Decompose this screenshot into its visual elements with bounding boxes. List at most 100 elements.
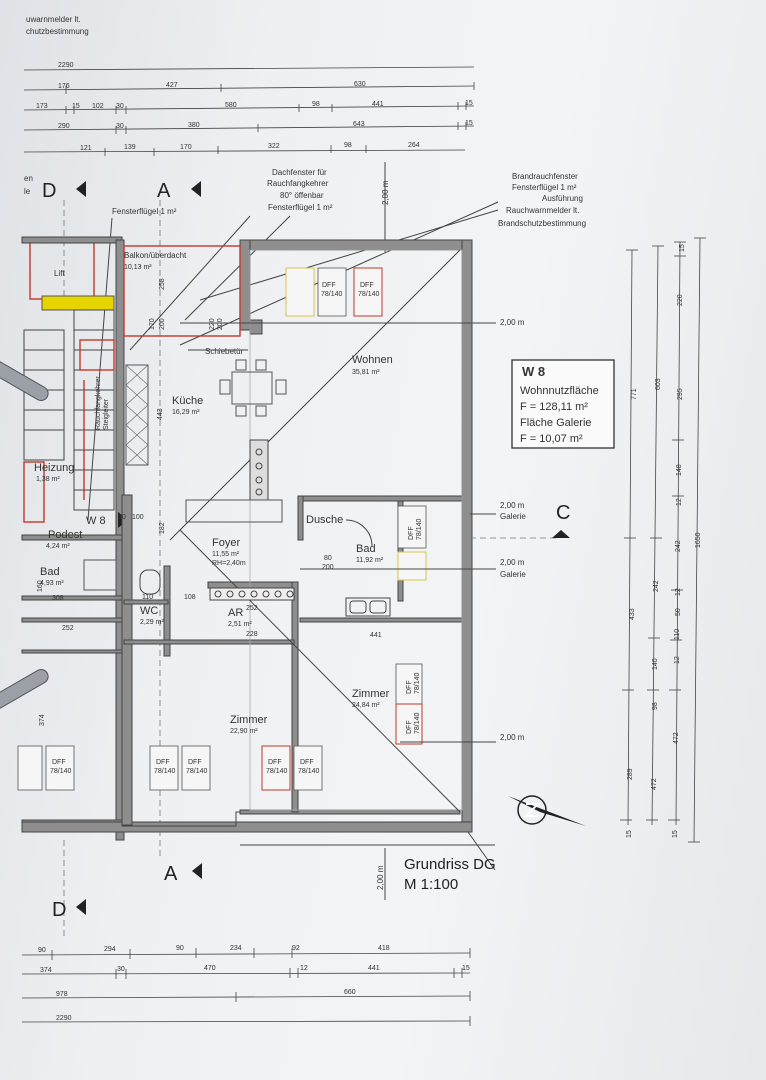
lift-label: Lift (54, 269, 65, 278)
note-brandrauch-3: Ausführung (542, 194, 583, 203)
dim-top-30b: 30 (116, 123, 124, 130)
section-d-top-arrow (76, 181, 86, 197)
top-dimension-chains: 2290 176 427 630 173 15 102 30 580 98 44… (23, 62, 475, 156)
dff-label-3a: DFF (156, 759, 170, 766)
room-wohnen-name: Wohnen (352, 354, 393, 366)
infobox-line1: Wohnnutzfläche (520, 385, 599, 397)
roof-windows (17, 267, 427, 791)
room-wc-area: 2,29 m² (140, 619, 164, 626)
dim-top-15a: 15 (72, 103, 80, 110)
room-wc-name: WC (140, 605, 158, 617)
note-fensterfluegel-left: Fensterflügel 1 m² (112, 207, 177, 216)
note-brandrauch-1: Brandrauchfenster (512, 172, 578, 181)
rdim-433: 433 (629, 608, 636, 620)
bdim-2290: 2290 (56, 1015, 72, 1022)
rdim-12c: 12 (674, 656, 681, 664)
section-d-bottom-arrow (76, 899, 86, 915)
idim-30: 30 (118, 514, 126, 521)
bdim-90b: 90 (176, 945, 184, 952)
idim-100: 100 (132, 514, 144, 521)
room-ar-name: AR (228, 607, 243, 619)
dim-top-121: 121 (80, 145, 92, 152)
room-heizung-name: Heizung (34, 462, 74, 474)
rdim-12a: 12 (676, 498, 683, 506)
roof-lines (169, 249, 496, 871)
dim-top-427: 427 (166, 82, 178, 89)
note-dachfenster-1: Dachfenster für (272, 168, 327, 177)
north-arrow-icon (508, 795, 586, 826)
idim-200b: 200 (217, 318, 224, 330)
dim-top-15c: 15 (465, 120, 473, 127)
bdim-418: 418 (378, 945, 390, 952)
section-d-top: D (42, 180, 56, 202)
dim-top-15b: 15 (465, 100, 473, 107)
rdim-15b: 15 (679, 244, 686, 252)
bdim-234: 234 (230, 945, 242, 952)
binder-rings (0, 357, 49, 713)
rdim-242b: 242 (675, 540, 682, 552)
left-cut-text-2: le (24, 187, 31, 196)
idim-160: 160 (37, 580, 44, 592)
bdim-294: 294 (104, 946, 116, 953)
top-note-line2: chutzbestimmung (26, 27, 89, 36)
bottom-dimension-chains: 90 294 90 234 92 418 374 30 470 12 441 1… (21, 945, 471, 1026)
rauchfang-label-1: Rauchfangkehrer (95, 376, 102, 430)
room-podest-area: 4,24 m² (46, 543, 70, 550)
kitchen-counter (185, 499, 283, 523)
rdim-15c: 15 (672, 830, 679, 838)
room-foyer-name: Foyer (212, 537, 240, 549)
idim-182: 182 (159, 522, 166, 534)
bdim-12: 12 (300, 965, 308, 972)
note-schiebetuer: Schiebetür (205, 347, 244, 356)
idim-170: 170 (149, 318, 156, 330)
infobox-line2: F = 128,11 m² (520, 401, 588, 413)
dff-label-7b: 78/140 (50, 768, 72, 775)
section-a-bottom: A (164, 863, 178, 885)
inner-dimensions: 258 170 200 220 200 443 160 308 110 108 … (37, 278, 382, 726)
room-wohnen-area: 35,81 m² (352, 369, 380, 376)
dim-top-264: 264 (408, 142, 420, 149)
dff-label-4a: DFF (188, 759, 202, 766)
level-3: 2,00 m (500, 558, 525, 567)
idim-220: 220 (209, 318, 216, 330)
yellow-landing (41, 295, 115, 311)
dff-label-9b: 78/140 (414, 672, 421, 694)
bdim-978: 978 (56, 991, 68, 998)
room-foyer-area: 11,55 m² (212, 551, 240, 558)
level-2: 2,00 m (500, 501, 525, 510)
dim-top-98b: 98 (344, 142, 352, 149)
dff-label-2b: 78/140 (358, 291, 380, 298)
dff-label-10b: 78/140 (414, 712, 421, 734)
section-a-bottom-arrow (192, 863, 202, 879)
bdim-92: 92 (292, 945, 300, 952)
room-zimmer-left-name: Zimmer (230, 714, 268, 726)
unit-tag: W 8 (86, 515, 106, 527)
double-sink (345, 597, 391, 617)
level-1: 2,00 m (500, 318, 525, 327)
rdim-472a: 472 (651, 778, 658, 790)
rdim-472b: 472 (673, 732, 680, 744)
dim-top-173: 173 (36, 103, 48, 110)
note-brandrauch-4: Rauchwarnmelder lt. (506, 206, 579, 215)
dim-top-170: 170 (180, 144, 192, 151)
rdim-50: 50 (675, 608, 682, 616)
right-dimension-chains: 771 433 289 15 603 242 140 98 472 15 220… (620, 237, 706, 843)
dff-label-7a: DFF (52, 759, 66, 766)
room-foyer-height: RH=2,40m (212, 560, 246, 567)
rdim-603: 603 (655, 378, 662, 390)
bdim-15: 15 (462, 965, 470, 972)
dim-top-98a: 98 (312, 101, 320, 108)
note-brandrauch-2: Fensterflügel 1 m² (512, 183, 577, 192)
idim-200c: 200 (322, 564, 334, 571)
section-c-arrow (552, 530, 570, 538)
note-dachfenster-3: 80° öffenbar (280, 191, 324, 200)
rdim-15a: 15 (626, 830, 633, 838)
level-vertical-bottom: 2,00 m (376, 865, 385, 890)
room-zimmer-right-name: Zimmer (352, 688, 390, 700)
door-swing-dusche (345, 519, 373, 547)
idim-110: 110 (142, 594, 153, 601)
dim-top-102: 102 (92, 103, 104, 110)
room-dusche-name: Dusche (306, 514, 343, 526)
dff-label-3b: 78/140 (154, 768, 176, 775)
